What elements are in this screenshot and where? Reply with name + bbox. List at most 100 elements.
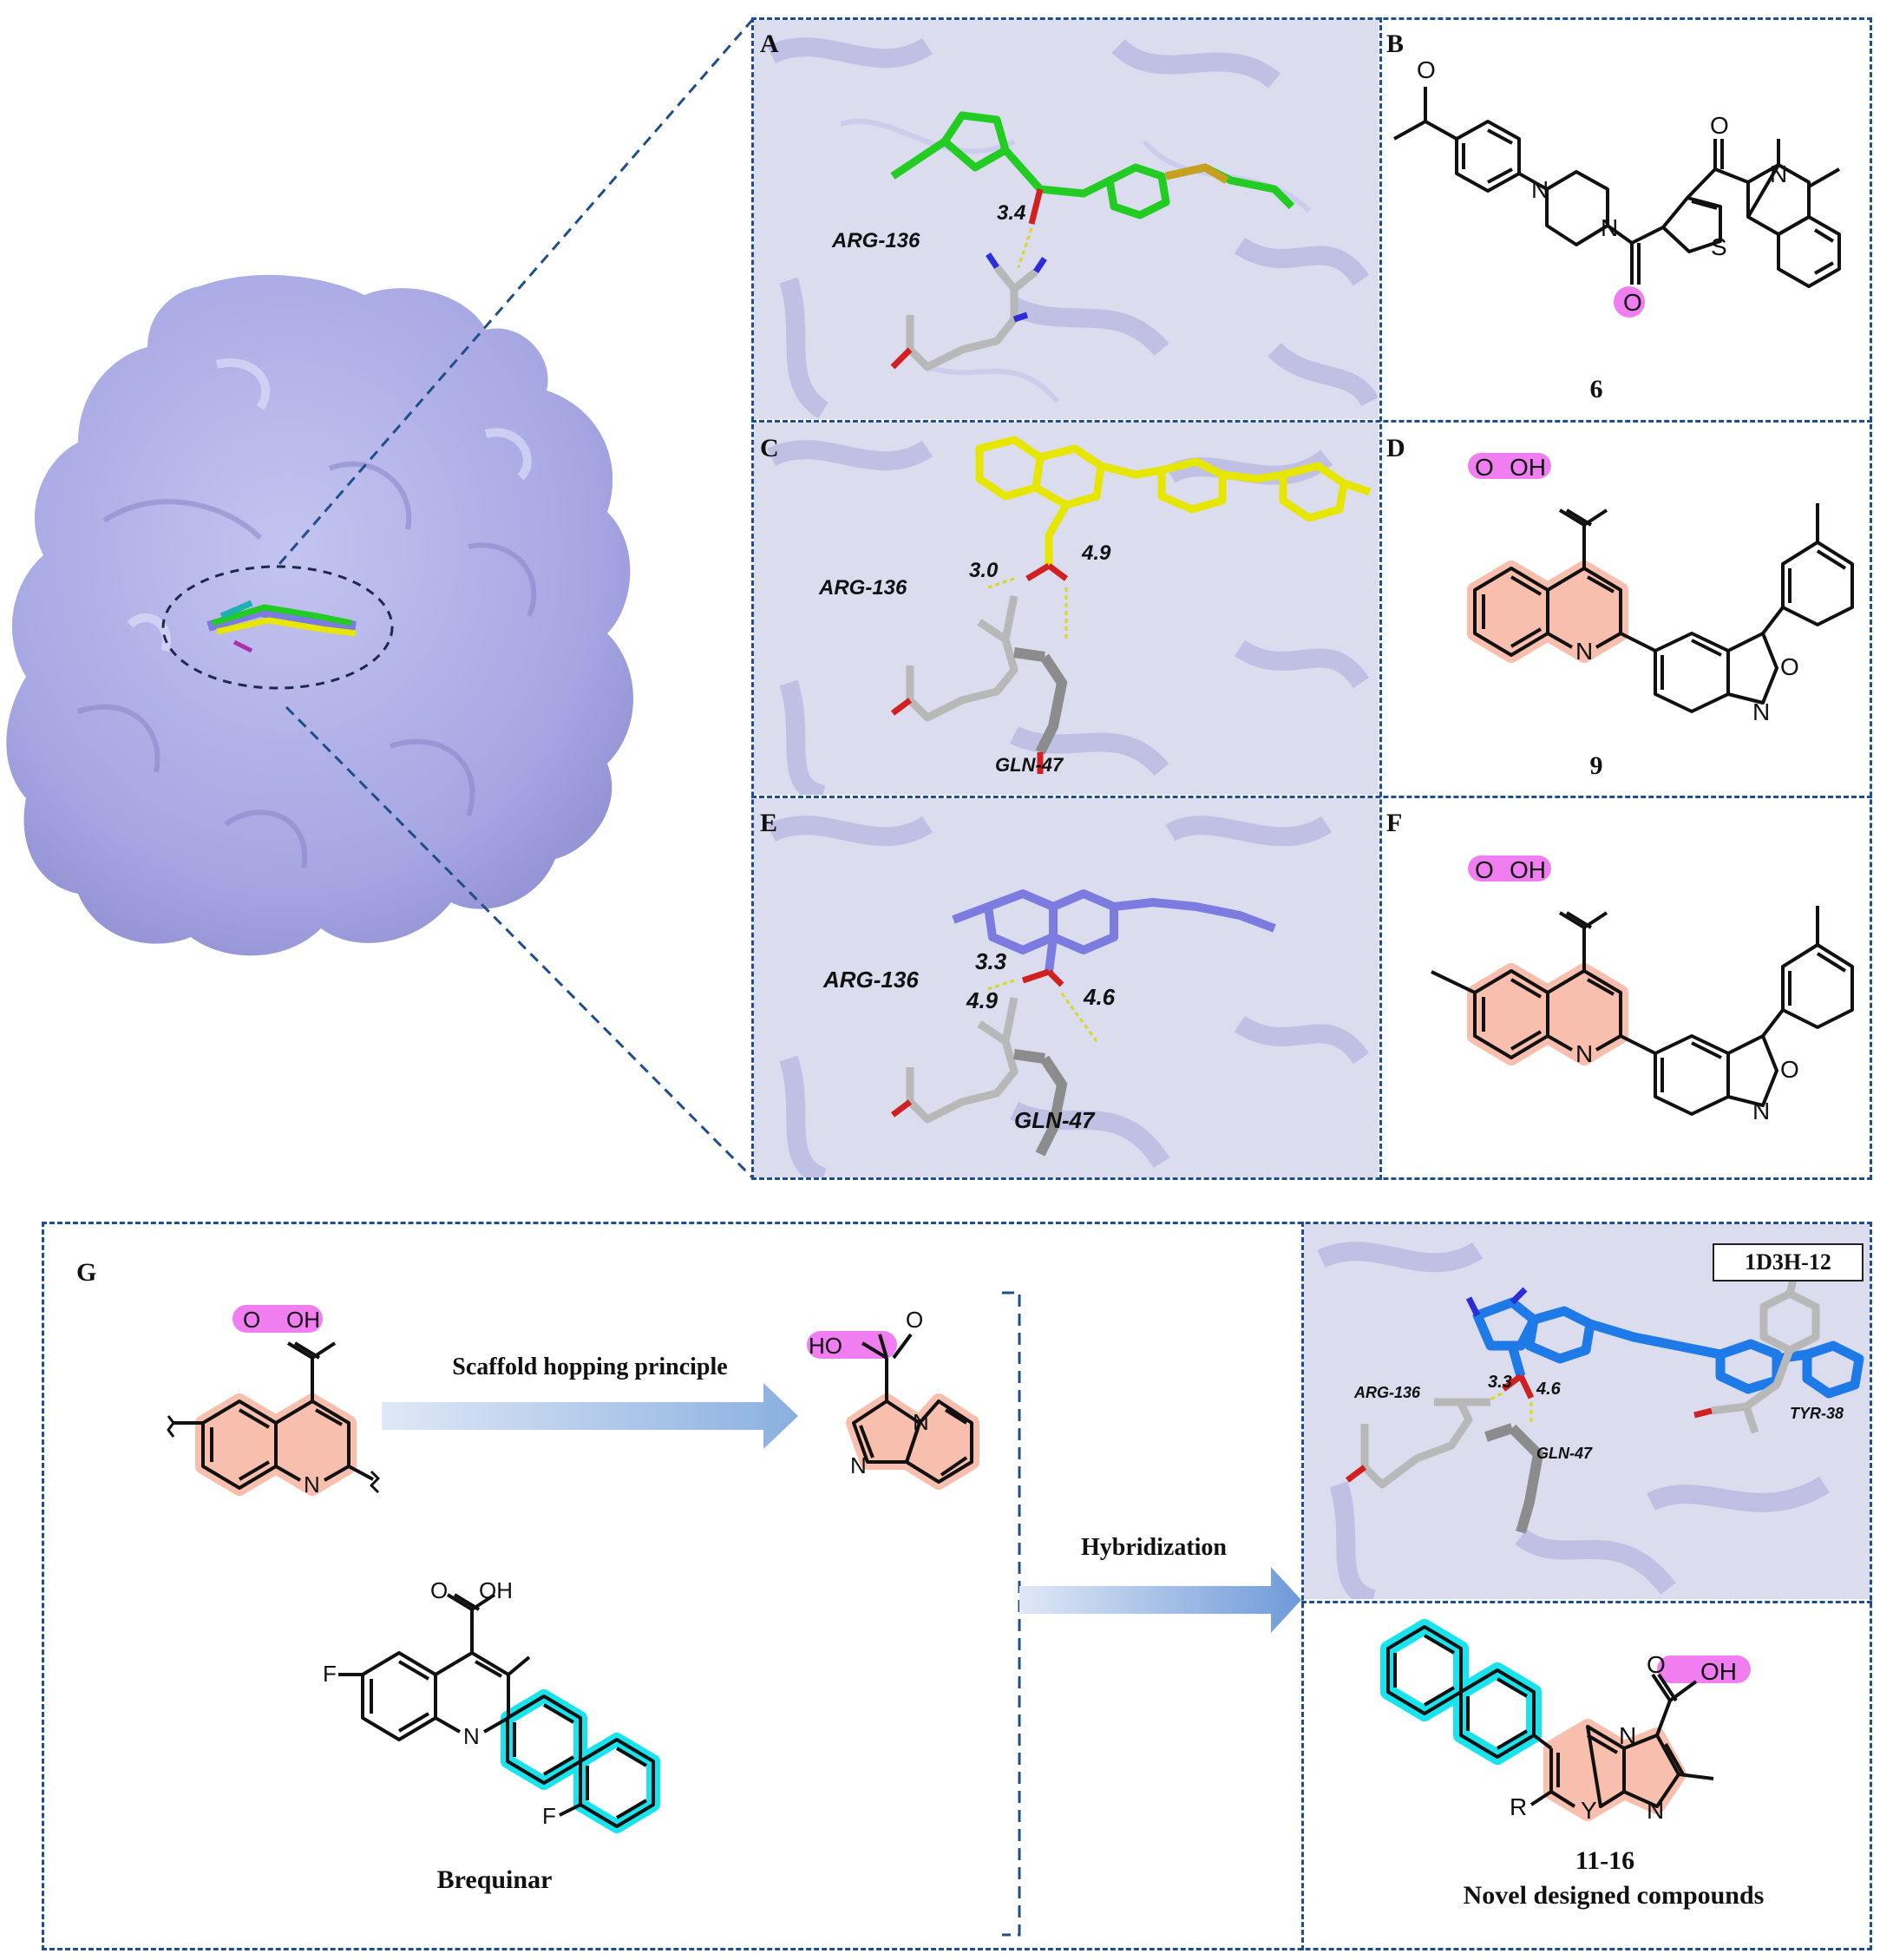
atom-n-3: N — [1770, 161, 1787, 187]
atom-o-g1: O — [243, 1307, 260, 1333]
structure-imidazopyridine: HO O N N — [807, 1307, 979, 1490]
atom-n-d1: N — [1575, 638, 1593, 665]
residue-c-arg136: ARG-136 — [818, 576, 907, 600]
panel-letter-a: A — [760, 29, 779, 58]
atom-o-f1: O — [1475, 856, 1494, 883]
atom-n-d2: N — [1752, 698, 1770, 725]
panel-letter-c: C — [760, 434, 779, 462]
dist-c-1: 3.0 — [969, 559, 999, 582]
dist-e-3: 4.6 — [1083, 984, 1116, 1010]
atom-o-d1: O — [1475, 454, 1494, 481]
grid-hdivider-1 — [751, 420, 1872, 423]
arg-136-model — [1360, 1398, 1490, 1489]
atom-r-n1: R — [1510, 1793, 1527, 1820]
dist-g-2: 4.6 — [1536, 1380, 1562, 1399]
dist-g-1: 3.3 — [1488, 1373, 1512, 1392]
structure-compound-6: O N N O S O N — [1393, 56, 1841, 318]
binding-site-circle — [161, 565, 394, 690]
atom-n-f2: N — [1752, 1098, 1770, 1124]
overlaid-ligands — [206, 600, 357, 653]
residue-c-gln47: GLN-47 — [995, 754, 1064, 776]
top-grid-frame — [751, 17, 1872, 1180]
compound-label-9: 9 — [1589, 751, 1603, 780]
atom-oh-d1: OH — [1510, 454, 1546, 481]
panel-letter-d: D — [1386, 434, 1405, 462]
atom-n-g1: N — [304, 1472, 320, 1498]
arrow1-label: Scaffold hopping principle — [452, 1354, 728, 1380]
compound-range-label: 11-16 — [1575, 1846, 1635, 1875]
compound-label-6: 6 — [1589, 375, 1603, 403]
atom-o-g2: O — [906, 1307, 923, 1333]
atom-o-n1: O — [1647, 1651, 1666, 1678]
atom-o-1: O — [1417, 56, 1436, 83]
atom-f-b2: F — [542, 1803, 556, 1829]
dist-a-1: 3.4 — [997, 201, 1025, 225]
atom-oh-n1: OH — [1700, 1658, 1737, 1685]
atom-n-g2: N — [913, 1409, 929, 1435]
dist-e-2: 4.9 — [966, 987, 999, 1013]
atom-n-2: N — [1601, 214, 1618, 241]
panel-letter-f: F — [1386, 809, 1403, 837]
ligand-e-model — [952, 889, 1276, 973]
structure-novel-compounds: O OH N N Y R — [1380, 1619, 1751, 1824]
panel-letter-e: E — [760, 809, 778, 837]
atom-o-d2: O — [1780, 653, 1799, 680]
residue-a-arg136: ARG-136 — [831, 229, 920, 252]
atom-n-n1: N — [1619, 1722, 1636, 1749]
atom-o-b1: O — [430, 1577, 448, 1603]
atom-n-f1: N — [1575, 1040, 1593, 1067]
atom-o-2: O — [1623, 289, 1642, 316]
arg-136-model — [906, 595, 1019, 722]
atom-n-b1: N — [463, 1723, 480, 1749]
brequinar-label: Brequinar — [436, 1865, 553, 1894]
panel-letter-b: B — [1386, 29, 1405, 58]
residue-e-arg136: ARG-136 — [822, 967, 919, 993]
compound-caption: Novel designed compounds — [1463, 1881, 1765, 1910]
residue-e-gln47: GLN-47 — [1014, 1107, 1096, 1133]
atom-oh-f1: OH — [1510, 856, 1546, 883]
atom-n-g3: N — [850, 1452, 867, 1478]
hybridization-arrow — [1019, 1567, 1301, 1633]
grid-vdivider — [1379, 17, 1382, 1180]
panel-a-docking: 3.4 ARG-136 — [754, 20, 1379, 419]
panel-c-docking: 3.0 4.9 ARG-136 GLN-47 — [754, 423, 1379, 795]
atom-n-n2: N — [1647, 1797, 1664, 1824]
atom-n-1: N — [1531, 176, 1549, 203]
arg-136-model — [906, 997, 1019, 1124]
dist-e-1: 3.3 — [975, 948, 1007, 974]
panel-g-frame — [42, 1222, 1872, 1950]
panel-g-divider — [1301, 1222, 1304, 1950]
grid-hdivider-2 — [751, 796, 1872, 798]
panel-g-docking: 3.3 4.6 ARG-136 GLN-47 TYR-38 1D3H-12 — [1304, 1224, 1870, 1599]
panel-e-docking: 3.3 4.9 4.6 ARG-136 GLN-47 — [754, 798, 1379, 1177]
atom-y-n1: Y — [1581, 1797, 1597, 1824]
tyr-38-model — [1711, 1275, 1820, 1434]
gln-47-model — [1013, 647, 1068, 755]
scaffold-hopping-arrow — [382, 1383, 798, 1449]
atom-f-b1: F — [323, 1661, 337, 1687]
atom-o-f2: O — [1780, 1056, 1799, 1083]
ligand-6-model — [890, 111, 1295, 220]
gln-47-model — [1484, 1423, 1544, 1534]
atom-o-3: O — [1710, 112, 1729, 139]
residue-g-arg136: ARG-136 — [1353, 1384, 1421, 1401]
panel-g-hdivider — [1301, 1601, 1872, 1603]
protein-surface — [6, 274, 634, 956]
gln-47-model — [1013, 1049, 1068, 1157]
structure-brequinar: F O OH N F — [323, 1577, 660, 1833]
structure-compound-f: O OH N O N — [1431, 855, 1854, 1124]
residue-g-tyr38: TYR-38 — [1790, 1405, 1844, 1422]
dock-title-box: 1D3H-12 — [1713, 1243, 1864, 1282]
grouping-bracket — [1002, 1291, 1021, 1937]
dist-c-2: 4.9 — [1081, 541, 1111, 565]
structure-compound-9: O OH N O N — [1467, 453, 1854, 725]
atom-s-1: S — [1711, 233, 1727, 260]
atom-ho-g2: HO — [809, 1333, 842, 1359]
structure-quinoline-scaffold: O OH N — [167, 1305, 380, 1498]
panel-letter-g: G — [76, 1258, 97, 1287]
atom-oh-b1: OH — [479, 1577, 513, 1603]
residue-g-gln47: GLN-47 — [1536, 1445, 1593, 1462]
ligand-9-model — [975, 436, 1372, 566]
arrow2-label: Hybridization — [1080, 1534, 1227, 1561]
atom-oh-g1: OH — [286, 1307, 320, 1333]
